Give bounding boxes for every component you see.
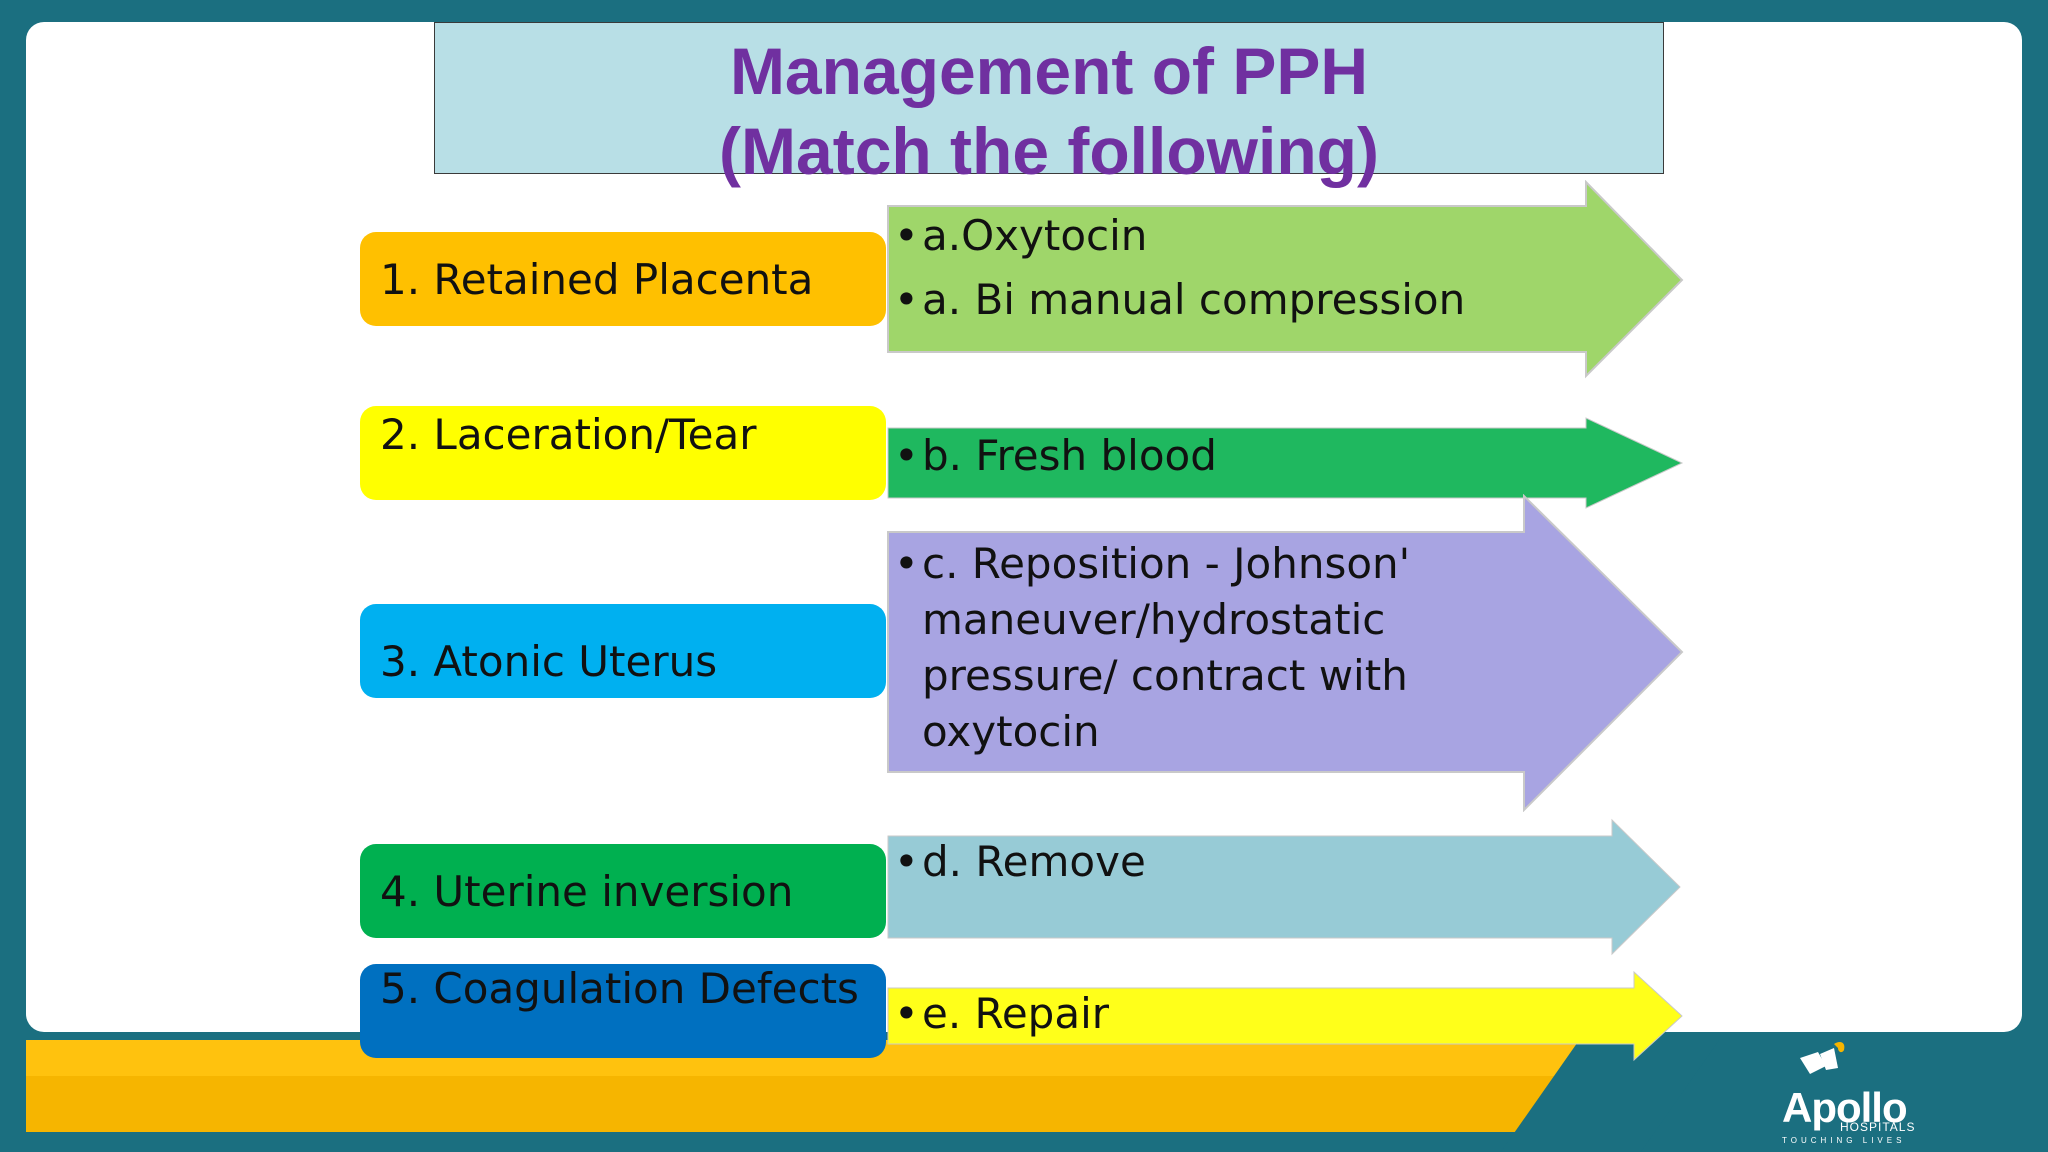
title-box bbox=[434, 22, 1664, 174]
arrow-text-e: •e. Repair bbox=[894, 986, 1109, 1042]
arrow-shape-a bbox=[887, 180, 1684, 379]
apollo-logo-icon bbox=[1800, 1042, 1845, 1074]
left-item-label: 2. Laceration/Tear bbox=[380, 410, 757, 459]
bullet-icon: • bbox=[894, 539, 919, 588]
left-item-label: 4. Uterine inversion bbox=[380, 866, 794, 916]
bullet-line: •a.Oxytocin bbox=[894, 208, 1465, 264]
arrow-text-d: •d. Remove bbox=[894, 834, 1146, 890]
arrow-shape-d bbox=[887, 818, 1681, 956]
logo-name: Apollo bbox=[1782, 1084, 1908, 1131]
arrow-text-a: •a.Oxytocin •a. Bi manual compression bbox=[894, 208, 1465, 328]
bullet-icon: • bbox=[894, 989, 919, 1038]
arrow-text-c: •c. Reposition - Johnson' maneuver/hydro… bbox=[894, 536, 1410, 760]
left-item-coagulation-defects: 5. Coagulation Defects bbox=[360, 964, 886, 1058]
title-line-1: Management of PPH bbox=[729, 34, 1369, 108]
bullet-icon: • bbox=[894, 837, 919, 886]
left-item-label: 1. Retained Placenta bbox=[380, 254, 814, 304]
logo-sub: HOSPITALS bbox=[1840, 1120, 1916, 1134]
arrow-shape-e bbox=[887, 970, 1683, 1062]
bullet-line: •b. Fresh blood bbox=[894, 428, 1217, 484]
bullet-icon: • bbox=[894, 275, 919, 324]
arrow-text-b: •b. Fresh blood bbox=[894, 428, 1217, 484]
bullet-line: •c. Reposition - Johnson' bbox=[894, 536, 1410, 592]
left-item-atonic-uterus: 3. Atonic Uterus bbox=[360, 604, 886, 698]
left-item-laceration-tear: 2. Laceration/Tear bbox=[360, 406, 886, 500]
bullet-line: •a. Bi manual compression bbox=[894, 272, 1465, 328]
bottom-accent-band bbox=[26, 1076, 1646, 1132]
arrow-shape-b bbox=[887, 417, 1684, 509]
bullet-line: •e. Repair bbox=[894, 986, 1109, 1042]
left-item-label: 5. Coagulation Defects bbox=[380, 964, 859, 1013]
bullet-line: •d. Remove bbox=[894, 834, 1146, 890]
left-item-uterine-inversion: 4. Uterine inversion bbox=[360, 844, 886, 938]
logo-tagline: TOUCHING LIVES bbox=[1782, 1136, 1906, 1145]
title-line-2: (Match the following) bbox=[719, 114, 1379, 188]
bullet-icon: • bbox=[894, 211, 919, 260]
bullet-icon: • bbox=[894, 431, 919, 480]
left-item-label: 3. Atonic Uterus bbox=[380, 636, 718, 686]
arrow-shape-c bbox=[887, 494, 1684, 812]
left-item-retained-placenta: 1. Retained Placenta bbox=[360, 232, 886, 326]
